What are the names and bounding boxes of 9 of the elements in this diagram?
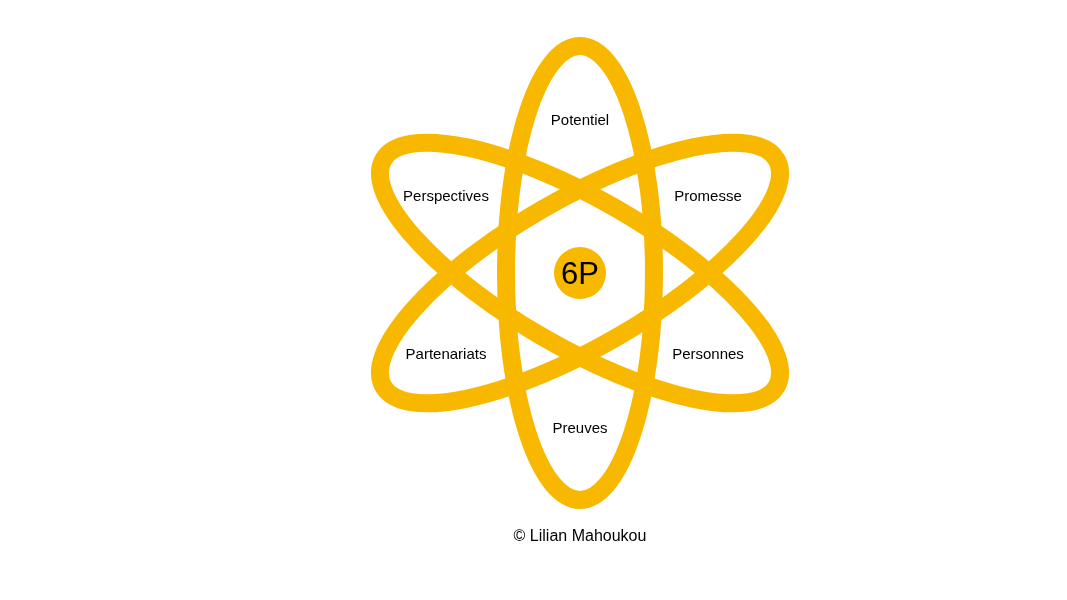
nucleus-circle	[554, 247, 606, 299]
orbit-label: Potentiel	[550, 111, 610, 129]
orbit-label: Preuves	[552, 419, 608, 437]
orbit-label: Promesse	[674, 187, 742, 205]
orbit-label: Personnes	[672, 345, 744, 363]
orbit-label: Partenariats	[405, 345, 487, 363]
nucleus-label: 6P	[561, 257, 599, 289]
orbit-label: Perspectives	[403, 187, 489, 205]
copyright-caption: © Lilian Mahoukou	[513, 526, 647, 546]
